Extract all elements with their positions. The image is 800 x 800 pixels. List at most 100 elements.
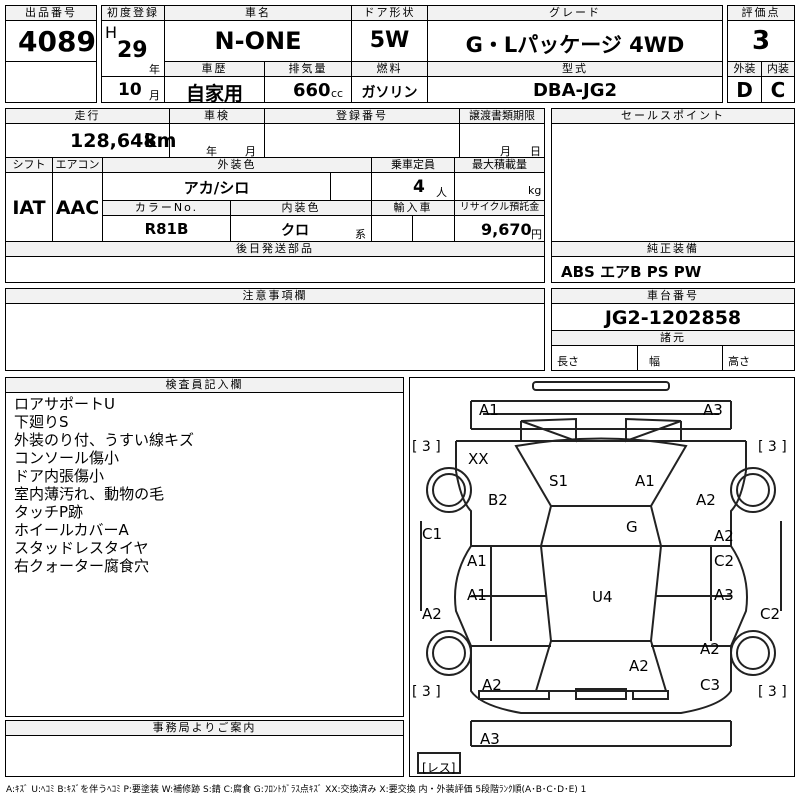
inspector-note: スタッドレスタイヤ	[14, 539, 149, 557]
width-cell: 幅	[637, 345, 723, 371]
spec-label: 諸元	[551, 330, 795, 346]
transfer-label: 譲渡書類期限	[459, 108, 545, 124]
reg-year-cell: H 29 年	[101, 20, 165, 77]
colorno-label: カラーNo.	[102, 200, 231, 216]
capacity: 4	[413, 177, 425, 197]
inspector-note: コンソール傷小	[14, 449, 120, 467]
int-grade: C	[770, 78, 786, 102]
tire-rl: [ 3 ]	[412, 684, 441, 700]
ext-cell: D	[727, 76, 762, 103]
equip-label: 純正装備	[551, 241, 795, 257]
int-color-unit: 系	[355, 228, 366, 241]
insp-year-unit: 年	[206, 145, 217, 158]
fuel-label: 燃料	[351, 61, 428, 77]
sales-cell	[551, 123, 795, 242]
fuel-cell: ガソリン	[351, 76, 428, 103]
sales-label: セールスポイント	[551, 108, 795, 124]
name-label: 車名	[164, 5, 352, 21]
color-extra-cell	[330, 172, 372, 201]
door-cell: 5W	[351, 20, 428, 62]
ext-label: 外装	[727, 61, 762, 77]
damage-mark: A1	[467, 586, 487, 604]
capacity-cell: 4 人	[371, 172, 455, 201]
damage-mark: C2	[714, 552, 735, 570]
reg-month-cell: 10 月	[101, 76, 165, 103]
transfer-day-unit: 日	[530, 145, 541, 158]
history-cell: 自家用	[164, 76, 265, 105]
damage-mark: G	[626, 518, 638, 536]
car-name: N-ONE	[214, 27, 302, 55]
chassis-cell: JG2-1202858	[551, 303, 795, 331]
color: アカ/シロ	[183, 179, 250, 197]
mileage-label: 走行	[5, 108, 170, 124]
car-name-cell: N-ONE	[164, 20, 352, 62]
recycle-label: リサイクル預託金	[454, 200, 545, 216]
model-label: 型式	[427, 61, 723, 77]
recycle-cell: 9,670 円	[454, 215, 545, 242]
inspector-note: ロアサポートU	[14, 395, 115, 413]
inspector-note: 外装のり付、うすい線キズ	[14, 431, 195, 449]
spare-tire: [レス]	[422, 761, 456, 775]
damage-mark: A2	[629, 657, 649, 675]
import-cell-b	[412, 215, 455, 242]
disp-cell: 660 cc	[264, 76, 352, 103]
ext-grade: D	[736, 78, 753, 102]
damage-mark: A2	[422, 605, 442, 623]
damage-mark: A2	[714, 527, 734, 545]
car-outline	[417, 381, 782, 774]
mileage-unit: km	[144, 130, 177, 152]
grade-label: グレード	[427, 5, 723, 21]
inspection-label: 車検	[169, 108, 265, 124]
caution-cell	[5, 303, 545, 371]
length-cell: 長さ	[551, 345, 638, 371]
load-unit: kg	[528, 184, 542, 197]
mileage-cell: 128,648 km	[5, 123, 176, 158]
damage-mark: C3	[700, 676, 721, 694]
damage-mark: C2	[760, 605, 781, 623]
capacity-label: 乗車定員	[371, 157, 455, 173]
width-label: 幅	[649, 355, 660, 368]
later-label: 後日発送部品	[5, 241, 545, 257]
colorno-cell: R81B	[102, 215, 231, 242]
caution-label: 注意事項欄	[5, 288, 545, 304]
score: 3	[751, 26, 771, 56]
load-cell: kg	[454, 172, 545, 201]
damage-mark: A2	[696, 491, 716, 509]
fuel: ガソリン	[361, 85, 418, 101]
displacement: 660	[293, 80, 331, 101]
door-type: 5W	[369, 28, 410, 53]
color-cell: アカ/シロ	[102, 172, 331, 201]
equip-cell: ABS エアB PS PW	[551, 256, 795, 283]
grade: G・Lパッケージ 4WD	[465, 33, 685, 57]
capacity-unit: 人	[436, 186, 447, 199]
color-no: R81B	[144, 220, 189, 238]
lot-label: 出品番号	[5, 5, 97, 21]
damage-mark: A1	[479, 401, 499, 419]
year-unit: 年	[149, 63, 160, 76]
ac-label: エアコン	[52, 157, 103, 173]
tire-fr: [ 3 ]	[758, 439, 787, 455]
reg-label: 初度登録	[101, 5, 165, 21]
int-cell: C	[761, 76, 795, 103]
score-label: 評価点	[727, 5, 795, 21]
height-cell: 高さ	[722, 345, 795, 371]
insp-month-unit: 月	[245, 145, 256, 158]
regno-cell	[264, 123, 460, 158]
damage-mark: B2	[488, 491, 508, 509]
month-unit: 月	[149, 89, 160, 102]
height-label: 高さ	[728, 355, 750, 368]
inspector-label: 検査員記入欄	[5, 377, 404, 393]
int-color: クロ	[281, 223, 309, 239]
inspector-note: 室内薄汚れ、動物の毛	[14, 485, 165, 503]
office-cell	[5, 735, 404, 777]
lot-blank-cell	[5, 61, 97, 103]
inspector-note: タッチP跡	[14, 503, 84, 521]
length-label: 長さ	[557, 355, 579, 368]
damage-mark: A3	[480, 730, 500, 748]
regno-label: 登録番号	[264, 108, 460, 124]
shift-label: シフト	[5, 157, 53, 173]
intcolor-label: 内装色	[230, 200, 372, 216]
score-cell: 3	[727, 20, 795, 62]
chassis-label: 車台番号	[551, 288, 795, 304]
tire-fl: [ 3 ]	[412, 439, 441, 455]
